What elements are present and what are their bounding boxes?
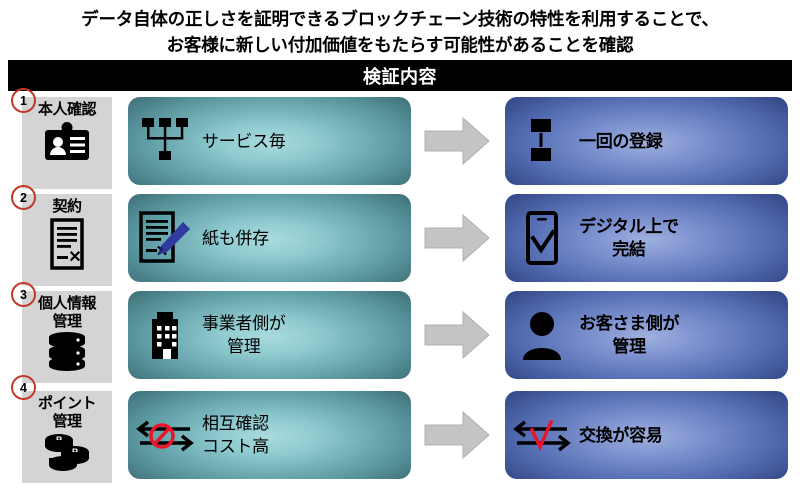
before-text-2: 紙も併存	[202, 228, 269, 248]
before-panel-4: 相互確認 コスト高	[128, 391, 411, 479]
after-panel-1: 一回の登録	[505, 97, 788, 185]
before-panel-2: ✕ 紙も併存	[128, 194, 411, 282]
right-arrow-icon-4	[423, 409, 491, 461]
headline-line-2: お客様に新しい付加価値をもたらす可能性があることを確認	[166, 35, 634, 55]
row-number-badge-1: 1	[11, 88, 36, 113]
id-card-icon	[42, 121, 92, 163]
after-text-3: お客さま側が 管理	[579, 314, 680, 356]
category-cell-3: 個人情報 管理	[22, 291, 112, 383]
signed-document-icon: ✕	[46, 218, 88, 270]
single-link-icon	[505, 115, 579, 167]
before-text-3: 事業者側が 管理	[202, 314, 286, 356]
comparison-row-1: 1 本人確認	[0, 88, 800, 193]
category-cell-1: 本人確認	[22, 97, 112, 189]
smartphone-check-icon	[505, 210, 579, 266]
right-arrow-icon-3	[423, 309, 491, 361]
before-panel-3: 事業者側が 管理	[128, 291, 411, 379]
after-text-1: 一回の登録	[579, 131, 663, 151]
row-number-badge-3: 3	[11, 282, 36, 307]
comparison-row-3: 3 個人情報 管理	[0, 282, 800, 387]
headline-line-1: データ自体の正しさを証明できるブロックチェーン技術の特性を利用することで、	[81, 9, 719, 29]
category-label-3: 個人情報 管理	[37, 295, 97, 330]
exchange-blocked-icon	[128, 413, 202, 457]
right-arrow-icon-2	[423, 212, 491, 264]
after-text-4: 交換が容易	[579, 425, 663, 445]
category-label-2: 契約	[52, 198, 82, 215]
before-panel-1: サービス毎	[128, 97, 411, 185]
svg-text:✕: ✕	[68, 249, 81, 266]
row-number-badge-2: 2	[11, 185, 36, 210]
comparison-row-2: 2 契約 ✕ ✕	[0, 185, 800, 290]
after-panel-2: デジタル上で 完結	[505, 194, 788, 282]
after-panel-3: お客さま側が 管理	[505, 291, 788, 379]
right-arrow-icon-1	[423, 115, 491, 167]
category-cell-2: 契約 ✕	[22, 194, 112, 286]
category-cell-4: ポイント 管理 P P	[22, 391, 112, 483]
coins-icon: P P	[39, 431, 95, 471]
exchange-check-icon	[505, 413, 579, 457]
document-pen-icon: ✕	[128, 209, 202, 267]
section-title-bar: 検証内容	[8, 60, 792, 91]
row-number-badge-4: 4	[11, 375, 36, 400]
category-label-4: ポイント 管理	[37, 395, 97, 430]
database-stack-icon	[44, 331, 90, 371]
page-headline: データ自体の正しさを証明できるブロックチェーン技術の特性を利用することで、 お客…	[0, 6, 800, 58]
comparison-row-4: 4 ポイント 管理 P P	[0, 375, 800, 487]
after-text-2: デジタル上で 完結	[579, 217, 679, 259]
after-panel-4: 交換が容易	[505, 391, 788, 479]
person-icon	[505, 310, 579, 360]
office-building-icon	[128, 309, 202, 361]
before-text-4: 相互確認 コスト高	[202, 414, 269, 456]
section-title-label: 検証内容	[363, 66, 437, 87]
network-tree-icon	[128, 115, 202, 167]
before-text-1: サービス毎	[202, 131, 286, 151]
category-label-1: 本人確認	[37, 101, 97, 118]
